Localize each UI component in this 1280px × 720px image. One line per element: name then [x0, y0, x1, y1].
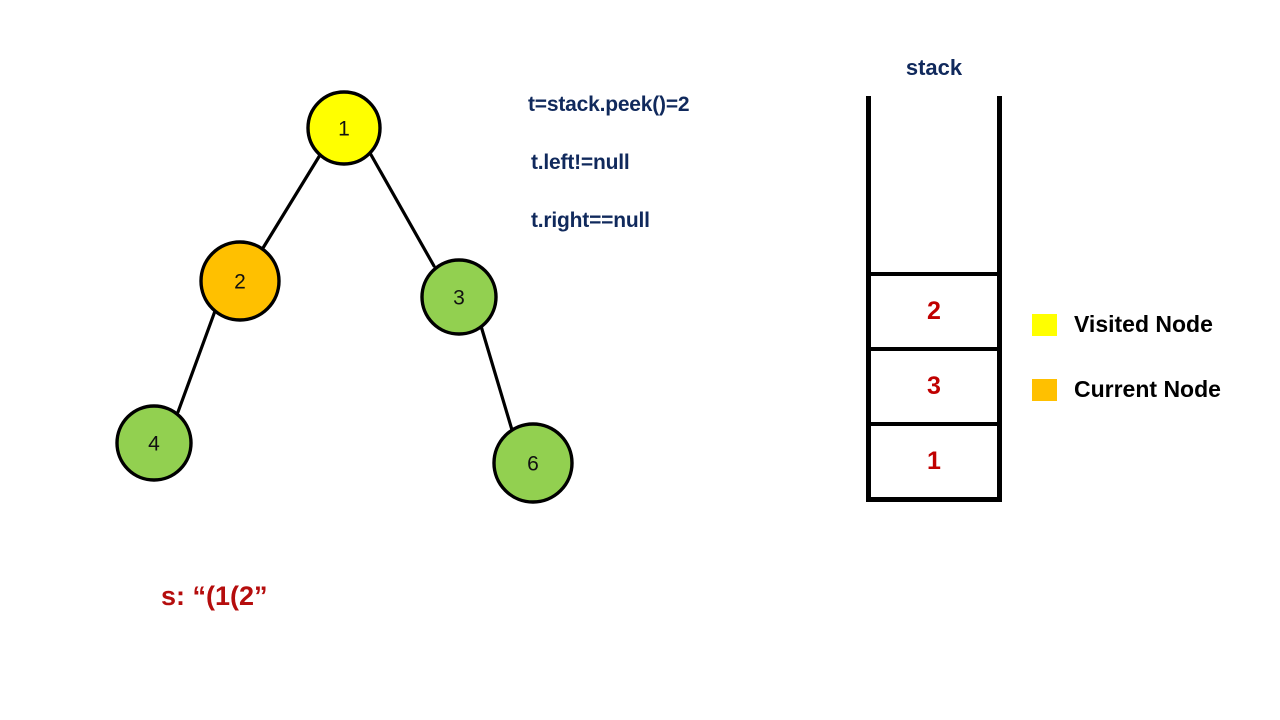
output-string-label: s: “(1(2” [161, 581, 268, 611]
tree-node-circle-3[interactable] [420, 258, 498, 336]
tree-node-label-4: 4 [148, 433, 160, 456]
tree-edge-n3-n6 [479, 324, 514, 432]
tree-edges-group [176, 151, 514, 432]
tree-node-6[interactable]: 6 [492, 422, 574, 504]
tree-edge-n1-n2 [261, 153, 322, 250]
tree-edge-n2-n4 [176, 309, 217, 414]
tree-node-label-2: 2 [234, 271, 246, 294]
code-annotation-left-check: t.left!=null [531, 151, 630, 174]
tree-node-1[interactable]: 1 [306, 90, 382, 166]
legend-item-current: Current Node [1032, 376, 1221, 403]
tree-nodes-group: 1 2 3 4 6 [115, 90, 574, 504]
tree-node-3[interactable]: 3 [420, 258, 498, 336]
visited-node-swatch [1032, 313, 1057, 336]
tree-node-circle-6[interactable] [492, 422, 574, 504]
stack-cell-1: 3 [871, 347, 997, 422]
stack-cell-0: 2 [871, 272, 997, 347]
current-node-swatch [1032, 378, 1057, 401]
stack-cell-2: 1 [871, 422, 997, 497]
legend-label-current: Current Node [1074, 376, 1221, 402]
stack-title: stack [905, 55, 963, 80]
tree-node-label-3: 3 [453, 287, 465, 310]
tree-edge-n1-n3 [368, 151, 436, 268]
tree-node-label-6: 6 [527, 453, 539, 476]
tree-node-label-1: 1 [338, 118, 350, 141]
tree-node-4[interactable]: 4 [115, 404, 193, 482]
tree-node-2[interactable]: 2 [199, 240, 281, 322]
legend-item-visited: Visited Node [1032, 311, 1213, 338]
code-annotation-right-check: t.right==null [531, 209, 650, 232]
code-annotation-peek: t=stack.peek()=2 [528, 93, 690, 116]
legend-label-visited: Visited Node [1074, 311, 1213, 337]
tree-node-circle-4[interactable] [115, 404, 193, 482]
tree-node-circle-1[interactable] [306, 90, 382, 166]
tree-node-circle-2[interactable] [199, 240, 281, 322]
